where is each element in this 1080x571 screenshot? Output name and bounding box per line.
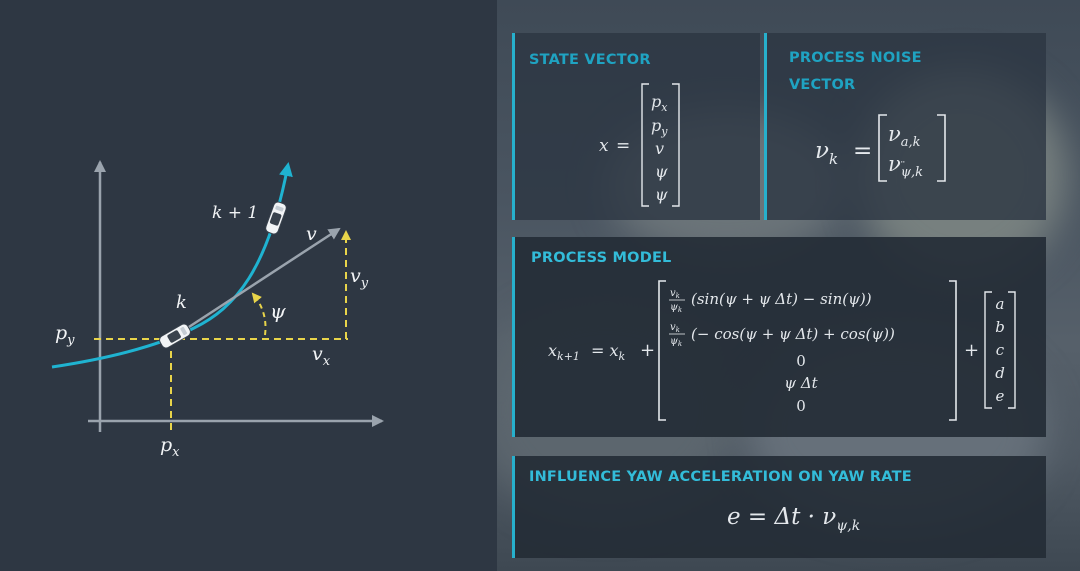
model-lhs-sub: k+1 <box>557 350 580 363</box>
label-v: v <box>306 223 317 245</box>
noise-entry-ddot: ¨ <box>900 160 906 173</box>
noise-bracket-right <box>937 114 946 182</box>
model-noise-bracket-left <box>984 291 992 409</box>
state-vector-card: STATE VECTOR x = px py v ψ ψ ˙ <box>512 33 760 220</box>
model-noise-entry: c <box>996 341 1005 359</box>
noise-entry-main: ν <box>888 122 901 146</box>
noise-entry-sub: ψ,k <box>901 165 923 180</box>
motion-diagram: k + 1 v k ψ vy py vx px <box>51 160 384 460</box>
label-py: py <box>55 322 75 348</box>
model-lhs-main: x <box>548 341 557 360</box>
label-k-plus-1: k + 1 <box>212 203 258 223</box>
model-rhs-main: = x <box>591 341 619 360</box>
label-vx-main: v <box>312 343 323 365</box>
model-plus: + <box>640 340 655 361</box>
noise-lhs: νk <box>815 138 838 168</box>
state-entry-main: p <box>651 116 661 135</box>
yaw-acceleration-card: INFLUENCE YAW ACCELERATION ON YAW RATE e… <box>512 456 1046 558</box>
model-plus: + <box>964 340 979 361</box>
model-row: 0 <box>796 397 806 415</box>
state-vector-title: STATE VECTOR <box>529 52 651 68</box>
process-model-title: PROCESS MODEL <box>531 250 672 266</box>
trajectory-curve <box>51 162 293 369</box>
noise-eq: = <box>853 138 872 164</box>
yaw-formula-main: e = Δt · ν <box>727 504 836 530</box>
noise-entry: νψ,k <box>888 152 923 180</box>
model-bracket-left <box>658 280 666 421</box>
model-noise-entry: b <box>995 318 1005 336</box>
state-entry: ψ <box>655 185 668 204</box>
yaw-acceleration-formula: e = Δt · νψ,k <box>727 504 860 534</box>
noise-entry-sub: a,k <box>901 135 921 150</box>
state-entry-sub: y <box>660 125 668 138</box>
model-noise-bracket-right <box>1008 291 1016 409</box>
car-icon-k <box>159 323 191 349</box>
label-vx: vx <box>312 343 331 369</box>
state-entry: ψ <box>655 162 668 181</box>
process-noise-card: PROCESS NOISE VECTOR νk = νa,k νψ,k ¨ <box>764 33 1046 220</box>
model-frac-den: ψk <box>670 302 682 314</box>
motion-diagram-panel: k + 1 v k ψ vy py vx px <box>0 0 497 571</box>
state-bracket-right <box>672 83 680 207</box>
label-py-sub: y <box>66 333 75 348</box>
noise-lhs-main: ν <box>815 138 829 164</box>
noise-lhs-sub: k <box>829 150 838 168</box>
label-vx-sub: x <box>323 354 331 369</box>
yaw-angle-arc <box>251 292 267 336</box>
model-rhs-state: = xk <box>591 341 626 363</box>
noise-entry-main: ν <box>888 152 901 176</box>
state-vector-formula: x = px py v ψ ψ ˙ <box>599 83 680 207</box>
state-entry: py <box>651 116 668 138</box>
state-entry-sub: x <box>661 101 668 114</box>
label-px-main: p <box>160 434 172 456</box>
model-row: ψ Δt <box>784 374 818 392</box>
noise-entry: νa,k <box>888 122 921 150</box>
label-px: px <box>160 434 180 460</box>
model-noise-entry: a <box>996 295 1005 313</box>
model-noise-entry: d <box>995 364 1005 382</box>
process-noise-title-line1: PROCESS NOISE <box>789 50 922 66</box>
state-entry: v <box>655 139 664 158</box>
process-noise-title-line2: VECTOR <box>789 77 856 93</box>
label-py-main: p <box>55 322 67 344</box>
label-vy: vy <box>350 265 369 291</box>
model-row: (− cos(ψ + ψ Δt) + cos(ψ)) <box>691 325 895 343</box>
equations-panel: STATE VECTOR x = px py v ψ ψ ˙ PROCESS N… <box>497 0 1080 571</box>
yaw-formula: e = Δt · νψ,k <box>727 504 860 534</box>
state-bracket-left <box>641 83 649 207</box>
model-rhs-sub: k <box>619 350 626 363</box>
model-frac-den: ψk <box>670 336 682 348</box>
process-noise-formula: νk = νa,k νψ,k ¨ <box>815 114 946 182</box>
velocity-vector <box>171 227 341 340</box>
yaw-acceleration-title: INFLUENCE YAW ACCELERATION ON YAW RATE <box>529 469 912 485</box>
state-entry: px <box>651 92 668 114</box>
label-k: k <box>176 292 187 313</box>
process-model-card: PROCESS MODEL xk+1 = xk + vk ψk (sin(ψ +… <box>512 237 1046 437</box>
label-psi: ψ <box>270 299 286 323</box>
model-noise-entry: e <box>996 387 1005 405</box>
model-frac-num: vk <box>670 288 680 300</box>
yaw-formula-sub: ψ,k <box>836 518 860 534</box>
model-bracket-right <box>949 280 957 421</box>
process-model-formula: xk+1 = xk + vk ψk (sin(ψ + ψ Δt) − sin(ψ… <box>548 280 1016 421</box>
model-row: (sin(ψ + ψ Δt) − sin(ψ)) <box>691 290 872 308</box>
label-vy-sub: y <box>360 276 369 291</box>
state-entry-main: p <box>651 92 661 111</box>
state-eq: = <box>616 136 630 156</box>
car-icon-k-plus-1 <box>265 201 287 235</box>
state-lhs: x <box>599 136 609 156</box>
model-row: 0 <box>796 352 806 370</box>
model-frac-num: vk <box>670 322 680 334</box>
process-noise-title: PROCESS NOISE VECTOR <box>789 45 922 99</box>
state-entry-dot: ˙ <box>658 176 664 190</box>
label-vy-main: v <box>350 265 361 287</box>
noise-bracket-left <box>878 114 887 182</box>
label-px-sub: x <box>172 445 180 460</box>
model-lhs: xk+1 <box>548 341 580 363</box>
